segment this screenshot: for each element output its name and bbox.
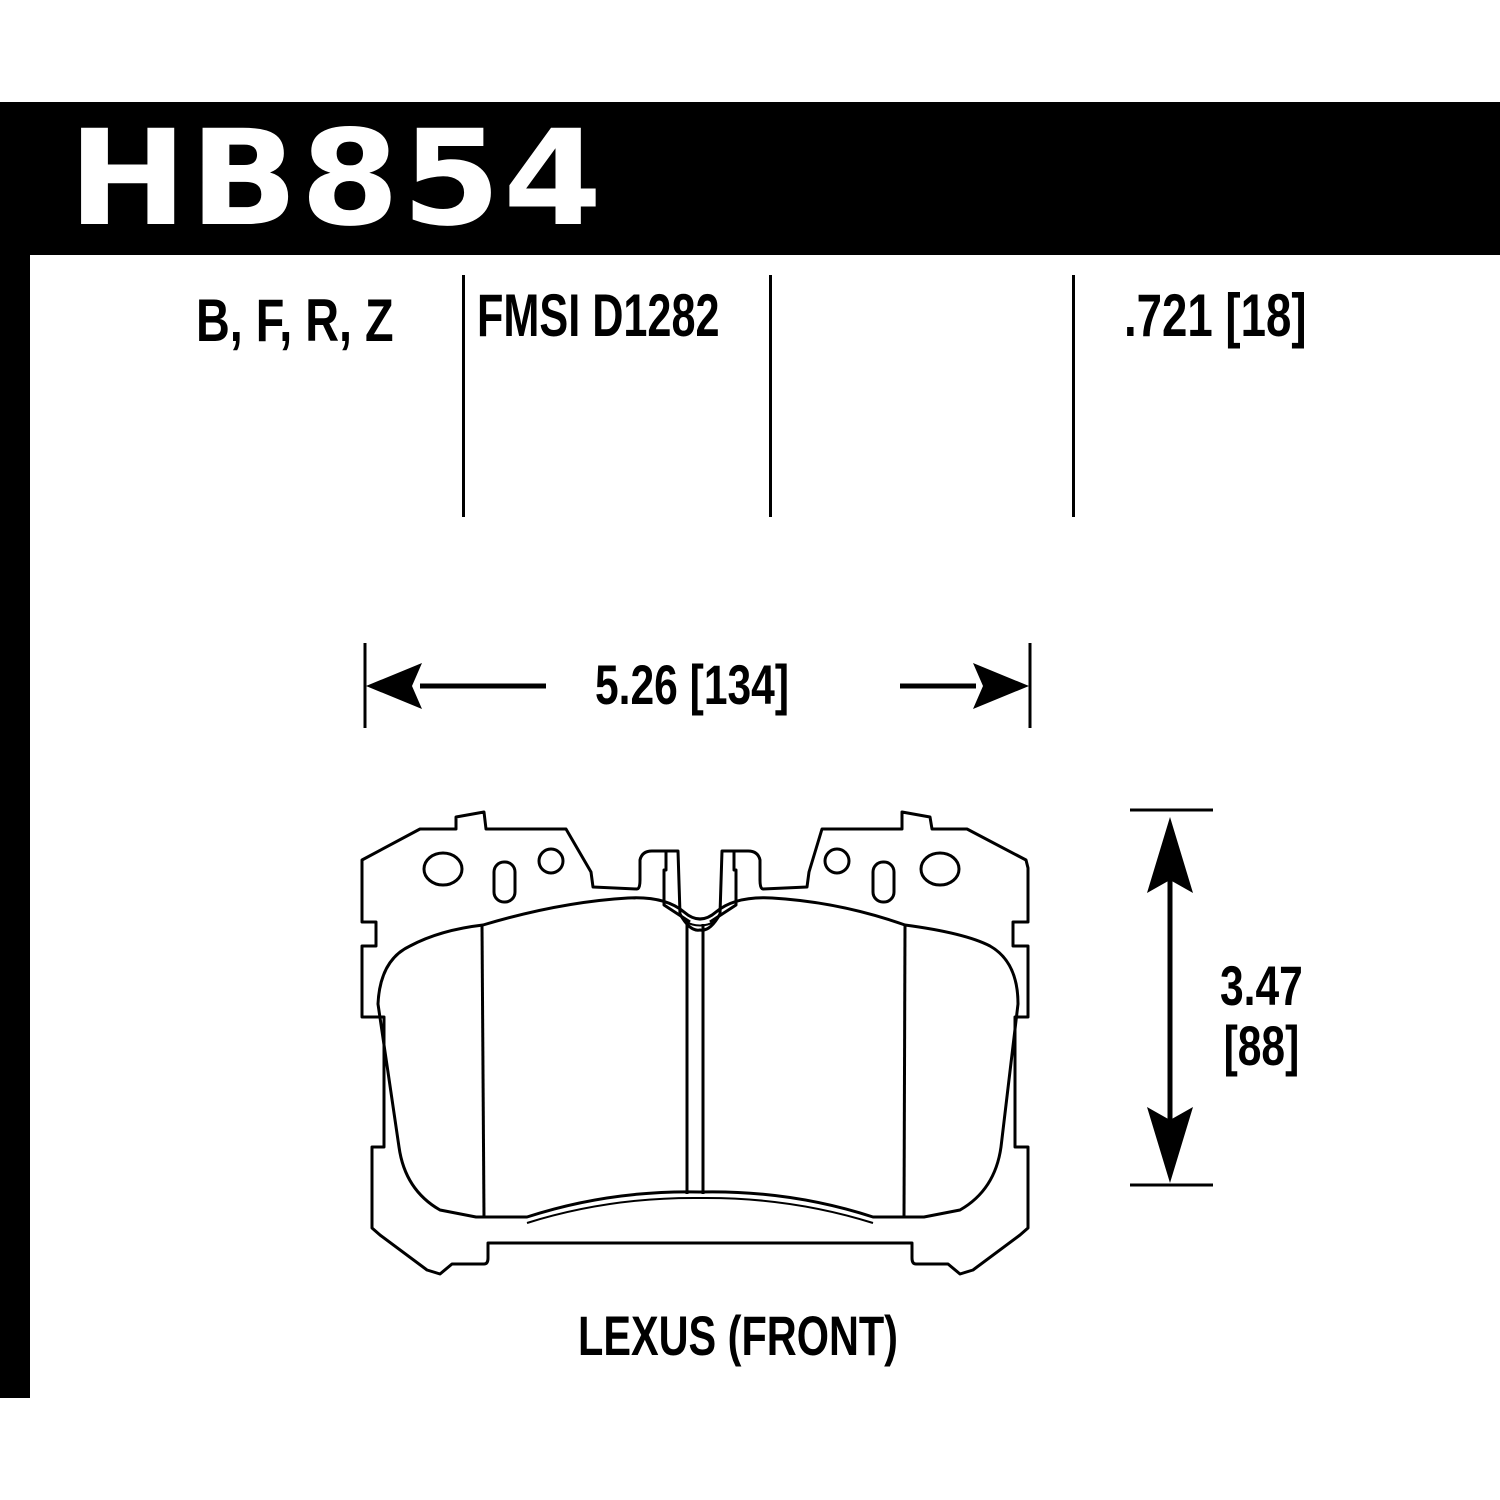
height-dimension-arrow-icon — [1130, 808, 1213, 1187]
part-number-title: HB854 — [68, 102, 605, 256]
column-divider — [462, 275, 465, 517]
height-inches: 3.47 — [1220, 954, 1303, 1017]
height-millimeters: [88] — [1223, 1014, 1300, 1077]
mounting-hole — [823, 847, 851, 875]
mounting-hole — [537, 847, 565, 875]
chamfer-line — [480, 924, 486, 1219]
left-border-bar — [0, 102, 30, 1398]
chamfer-line — [902, 924, 907, 1219]
width-dimension-arrow-icon — [363, 643, 1032, 728]
mounting-slot — [871, 860, 896, 904]
mounting-slot — [492, 860, 517, 904]
height-dimension-label: 3.47 [88] — [1220, 956, 1303, 1076]
compound-codes: B, F, R, Z — [196, 287, 394, 354]
friction-pad-outline — [376, 896, 1020, 1219]
width-dimension-label: 5.26 [134] — [595, 653, 790, 716]
vehicle-application: LEXUS (FRONT) — [578, 1304, 898, 1367]
column-divider — [1072, 275, 1075, 517]
fmsi-number: FMSI D1282 — [477, 282, 720, 349]
backing-plate-outline — [360, 810, 1030, 1276]
header-band — [0, 102, 1500, 255]
column-divider — [769, 275, 772, 517]
pad-thickness: .721 [18] — [1124, 282, 1307, 349]
mounting-hole — [919, 851, 961, 887]
mounting-hole — [422, 851, 464, 887]
